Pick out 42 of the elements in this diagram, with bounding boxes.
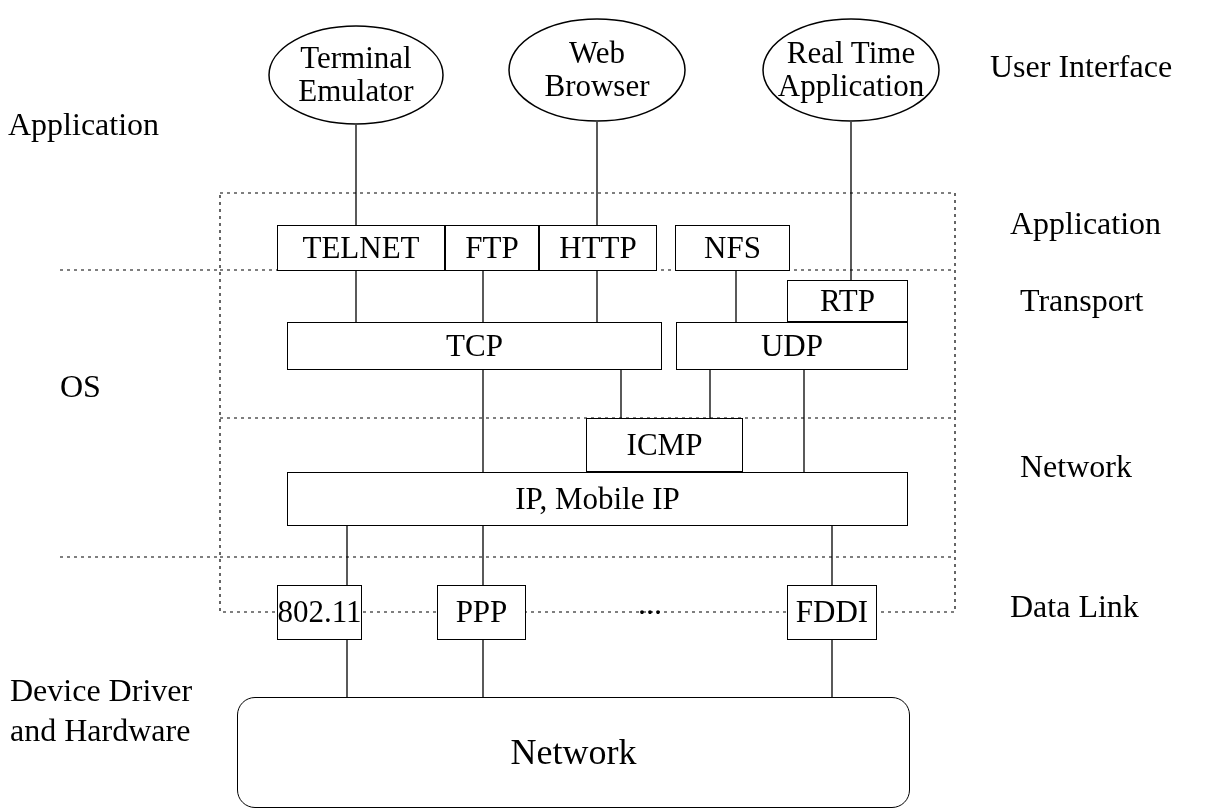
connector-line bbox=[482, 525, 484, 586]
connector-line bbox=[620, 369, 622, 419]
connector-line bbox=[346, 639, 348, 698]
layer-label: Transport bbox=[1020, 282, 1144, 319]
protocol-box: TCP bbox=[287, 322, 662, 370]
connector-line bbox=[482, 639, 484, 698]
application-ellipse: Web Browser bbox=[508, 18, 686, 122]
connector-line bbox=[850, 121, 852, 281]
layer-label: OS bbox=[60, 368, 101, 405]
connector-line bbox=[596, 121, 598, 226]
layer-label: User Interface bbox=[990, 48, 1173, 85]
protocol-box: UDP bbox=[676, 322, 908, 370]
connector-line bbox=[803, 369, 805, 473]
connector-line bbox=[831, 525, 833, 586]
protocol-box: PPP bbox=[437, 585, 526, 640]
connector-line bbox=[596, 270, 598, 323]
network-box: Network bbox=[237, 697, 910, 808]
connector-line bbox=[831, 639, 833, 698]
protocol-box: HTTP bbox=[539, 225, 657, 271]
layer-label: Network bbox=[1020, 448, 1132, 485]
application-ellipse: Terminal Emulator bbox=[268, 25, 444, 125]
layer-label: Application bbox=[8, 106, 160, 143]
layer-label: Application bbox=[1010, 205, 1162, 242]
application-ellipse: Real Time Application bbox=[762, 18, 940, 122]
connector-line bbox=[482, 369, 484, 473]
connector-line bbox=[735, 270, 737, 323]
connector-line bbox=[709, 369, 711, 419]
protocol-box: 802.11 bbox=[277, 585, 362, 640]
layer-label: Data Link bbox=[1010, 588, 1139, 625]
connector-line bbox=[355, 270, 357, 323]
protocol-box: FDDI bbox=[787, 585, 877, 640]
ellipsis-text: ... bbox=[638, 585, 662, 622]
protocol-box: ICMP bbox=[586, 418, 743, 472]
connector-line bbox=[346, 525, 348, 586]
connector-line bbox=[355, 124, 357, 226]
protocol-box: NFS bbox=[675, 225, 790, 271]
protocol-box: RTP bbox=[787, 280, 908, 322]
connector-line bbox=[482, 270, 484, 323]
protocol-box: FTP bbox=[445, 225, 539, 271]
protocol-box: TELNET bbox=[277, 225, 445, 271]
layer-label: Device Driver and Hardware bbox=[10, 671, 194, 750]
protocol-box: IP, Mobile IP bbox=[287, 472, 908, 526]
